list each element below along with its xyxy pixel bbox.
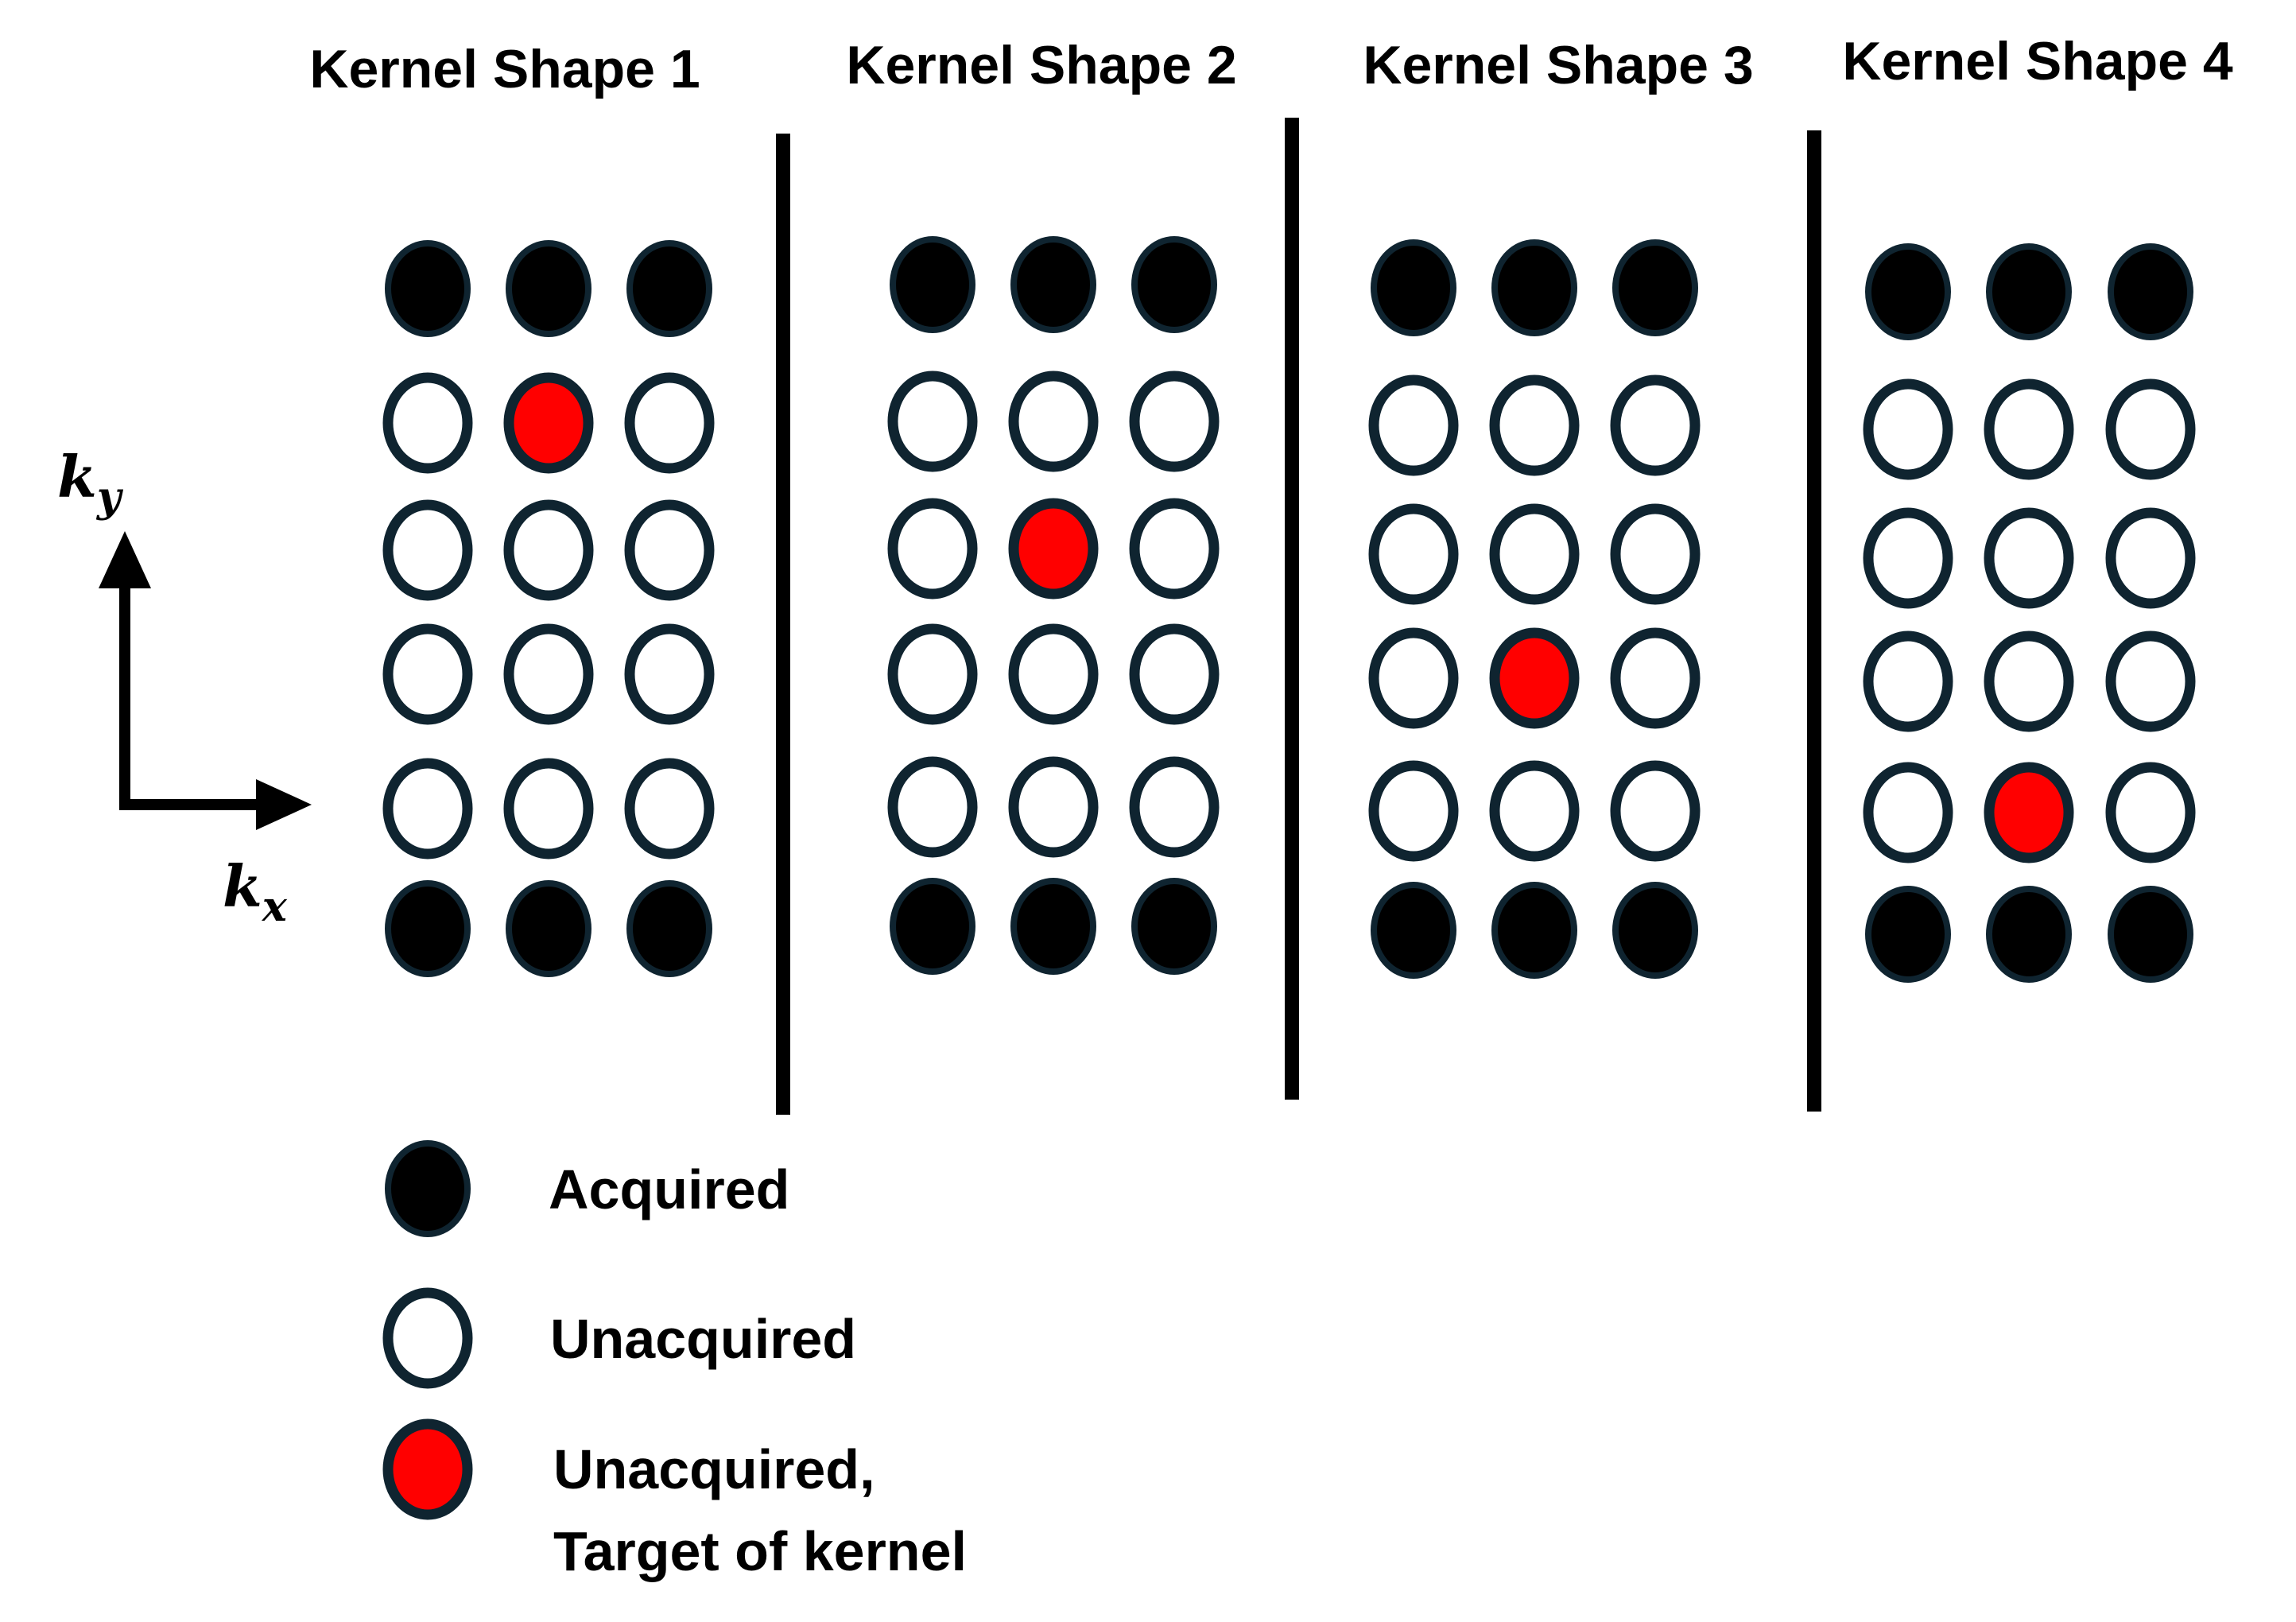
panel-3-sample-r3-c2-unacquired	[1489, 503, 1580, 605]
panel-2-sample-r5-c1-unacquired	[887, 756, 978, 858]
panel-2-sample-r4-c1-unacquired	[887, 623, 978, 725]
panel-4-sample-r4-c3-unacquired	[2105, 631, 2196, 732]
panel-3-sample-r5-c2-unacquired	[1489, 760, 1580, 862]
panel-3-sample-r4-c2-target	[1489, 627, 1580, 729]
panel-2-sample-r5-c3-unacquired	[1129, 756, 1220, 858]
panel-1-sample-r5-c1-unacquired	[382, 758, 473, 860]
panel-3-sample-r2-c1-unacquired	[1368, 374, 1459, 476]
panel-3-sample-r1-c2-acquired	[1491, 239, 1577, 336]
panel-3-sample-r2-c2-unacquired	[1489, 374, 1580, 476]
axes: ky kx	[57, 443, 312, 931]
panel-4-sample-r5-c1-unacquired	[1863, 762, 1953, 863]
panel-4-sample-r3-c2-unacquired	[1984, 507, 2074, 609]
panel-1-sample-r2-c3-unacquired	[624, 372, 715, 474]
panel-4-sample-r3-c3-unacquired	[2105, 507, 2196, 609]
panel-3-sample-r3-c3-unacquired	[1610, 503, 1701, 605]
panel-4-title: Kernel Shape 4	[1842, 31, 2232, 91]
panel-4-sample-r2-c1-unacquired	[1863, 378, 1953, 480]
legend-target-label-line2: Target of kernel	[553, 1520, 967, 1582]
panel-1-sample-r6-c2-acquired	[506, 880, 591, 977]
panel-3-sample-r4-c1-unacquired	[1368, 627, 1459, 729]
panel-2-sample-r6-c1-acquired	[890, 878, 975, 975]
panel-3-sample-r6-c3-acquired	[1612, 882, 1698, 979]
panel-2-sample-r6-c2-acquired	[1010, 878, 1096, 975]
kspace-grids	[382, 236, 2196, 983]
panel-1-sample-r3-c1-unacquired	[382, 499, 473, 601]
panel-4-sample-r4-c1-unacquired	[1863, 631, 1953, 732]
panel-2-sample-r4-c2-unacquired	[1008, 623, 1099, 725]
kx-axis-label: kx	[223, 852, 288, 931]
legend-unacquired-marker	[382, 1287, 473, 1389]
panel-4-sample-r6-c1-acquired	[1865, 886, 1951, 983]
panel-3-sample-r4-c3-unacquired	[1610, 627, 1701, 729]
panel-2-sample-r5-c2-unacquired	[1008, 756, 1099, 858]
legend-acquired-marker	[385, 1140, 471, 1237]
ky-label-main: k	[57, 443, 97, 510]
panel-1-title: Kernel Shape 1	[309, 39, 700, 99]
panel-2-sample-r1-c2-acquired	[1010, 236, 1096, 333]
panel-4-sample-r5-c3-unacquired	[2105, 762, 2196, 863]
panel-2-sample-r4-c3-unacquired	[1129, 623, 1220, 725]
kx-label-sub: x	[262, 883, 288, 931]
panel-4-sample-r5-c2-target	[1984, 762, 2074, 863]
panel-2-sample-r1-c1-acquired	[890, 236, 975, 333]
panel-3-sample-r3-c1-unacquired	[1368, 503, 1459, 605]
ky-arrowhead	[99, 531, 151, 588]
legend-unacquired-label: Unacquired	[550, 1308, 856, 1370]
panel-4-sample-r6-c2-acquired	[1986, 886, 2072, 983]
panel-4-sample-r3-c1-unacquired	[1863, 507, 1953, 609]
ky-axis-label: ky	[57, 443, 124, 522]
panel-2-sample-r6-c3-acquired	[1131, 878, 1217, 975]
panel-4-sample-r1-c1-acquired	[1865, 243, 1951, 340]
panel-2-sample-r2-c3-unacquired	[1129, 371, 1220, 472]
legend-target-marker	[382, 1418, 473, 1520]
panel-1-sample-r1-c2-acquired	[506, 240, 591, 337]
panel-3-sample-r5-c1-unacquired	[1368, 760, 1459, 862]
panel-1-sample-r5-c2-unacquired	[503, 758, 594, 860]
panel-4-sample-r6-c3-acquired	[2108, 886, 2193, 983]
panel-2-sample-r1-c3-acquired	[1131, 236, 1217, 333]
legend: Acquired Unacquired Unacquired, Target o…	[382, 1140, 967, 1582]
legend-target-label-line1: Unacquired,	[553, 1438, 875, 1500]
panel-1-sample-r3-c3-unacquired	[624, 499, 715, 601]
panel-2-sample-r3-c3-unacquired	[1129, 498, 1220, 600]
panel-4-sample-r4-c2-unacquired	[1984, 631, 2074, 732]
panel-3-sample-r1-c1-acquired	[1371, 239, 1456, 336]
panel-4-sample-r1-c3-acquired	[2108, 243, 2193, 340]
panel-2-sample-r2-c1-unacquired	[887, 371, 978, 472]
panel-2-sample-r2-c2-unacquired	[1008, 371, 1099, 472]
panel-3-sample-r5-c3-unacquired	[1610, 760, 1701, 862]
panel-1-sample-r1-c3-acquired	[626, 240, 712, 337]
panel-3-sample-r2-c3-unacquired	[1610, 374, 1701, 476]
panel-1-sample-r6-c3-acquired	[626, 880, 712, 977]
panel-4-sample-r2-c2-unacquired	[1984, 378, 2074, 480]
panel-2-title: Kernel Shape 2	[846, 35, 1236, 95]
panel-4-sample-r2-c3-unacquired	[2105, 378, 2196, 480]
panel-2-sample-r3-c1-unacquired	[887, 498, 978, 600]
panel-3-title: Kernel Shape 3	[1363, 35, 1753, 95]
kx-label-main: k	[223, 852, 262, 920]
panel-2-sample-r3-c2-target	[1008, 498, 1099, 600]
panel-1-sample-r2-c1-unacquired	[382, 372, 473, 474]
ky-label-sub: y	[96, 473, 124, 522]
panel-1-sample-r4-c3-unacquired	[624, 623, 715, 725]
panel-1-sample-r4-c1-unacquired	[382, 623, 473, 725]
kx-arrowhead	[256, 779, 312, 830]
legend-acquired-label: Acquired	[549, 1158, 789, 1220]
panel-1-sample-r1-c1-acquired	[385, 240, 471, 337]
panel-1-sample-r6-c1-acquired	[385, 880, 471, 977]
panel-3-sample-r1-c3-acquired	[1612, 239, 1698, 336]
panel-1-sample-r5-c3-unacquired	[624, 758, 715, 860]
panel-1-sample-r3-c2-unacquired	[503, 499, 594, 601]
panel-3-sample-r6-c2-acquired	[1491, 882, 1577, 979]
panel-4-sample-r1-c2-acquired	[1986, 243, 2072, 340]
panel-3-sample-r6-c1-acquired	[1371, 882, 1456, 979]
panel-1-sample-r4-c2-unacquired	[503, 623, 594, 725]
panel-1-sample-r2-c2-target	[503, 372, 594, 474]
